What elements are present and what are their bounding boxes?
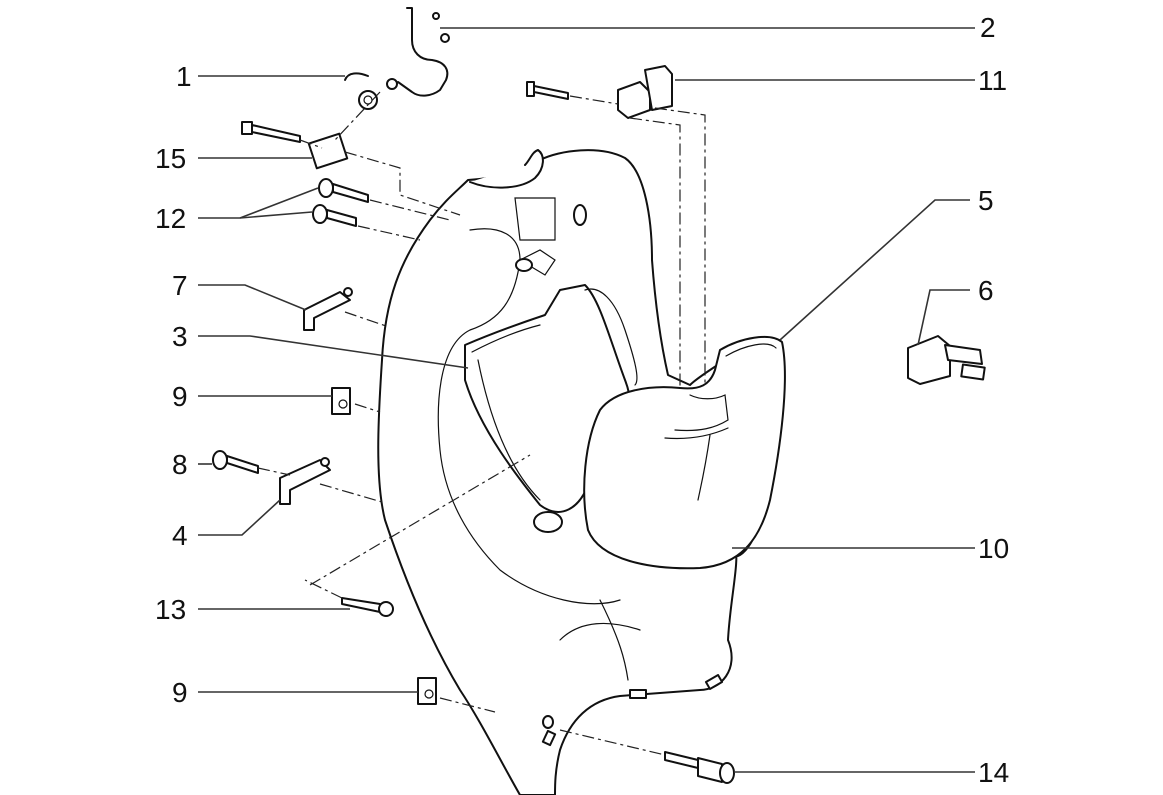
part-8-screw [212, 450, 259, 474]
part-14-screw [664, 751, 735, 784]
part-13-screw [341, 597, 394, 617]
callout-14: 14 [978, 757, 1009, 788]
callout-1: 1 [176, 61, 192, 92]
callout-labels: 1 15 12 7 3 9 8 4 13 9 2 11 5 6 10 14 [155, 12, 1009, 788]
part-7-bracket [303, 287, 353, 331]
part-1-spring [344, 72, 378, 110]
leader-lines [198, 27, 975, 773]
part-2-hook [386, 7, 450, 97]
part-9-nut-upper [331, 387, 351, 415]
part-15-bracket [241, 121, 349, 170]
callout-3: 3 [172, 321, 188, 352]
part-12-screws [312, 178, 369, 227]
part-4-bracket [279, 457, 331, 505]
callout-4: 4 [172, 520, 188, 551]
callout-7: 7 [172, 270, 188, 301]
callout-2: 2 [980, 12, 996, 43]
callout-9-lower: 9 [172, 677, 188, 708]
callout-6: 6 [978, 275, 994, 306]
part-6-catch [907, 335, 986, 385]
callout-9-upper: 9 [172, 381, 188, 412]
callout-15: 15 [155, 143, 186, 174]
leg-shield-body [377, 149, 784, 795]
assembly-lines [257, 91, 706, 756]
callout-8: 8 [172, 449, 188, 480]
glovebox-lid [583, 335, 786, 570]
callout-12: 12 [155, 203, 186, 234]
callout-5: 5 [978, 185, 994, 216]
callout-10: 10 [978, 533, 1009, 564]
part-11-latch [526, 65, 673, 119]
callout-13: 13 [155, 594, 186, 625]
part-9-nut-lower [417, 677, 437, 705]
callout-11: 11 [978, 65, 1007, 96]
